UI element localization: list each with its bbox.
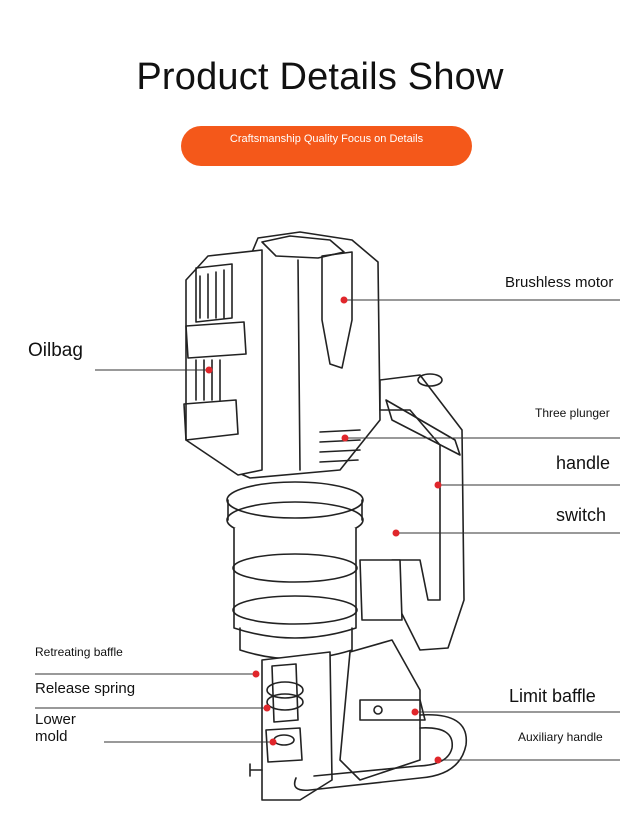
leader-lines xyxy=(35,299,620,761)
page-title: Product Details Show xyxy=(136,56,504,98)
label-brushless-motor: Brushless motor xyxy=(505,274,614,291)
callout-markers xyxy=(205,296,442,764)
label-lower-mold-line2: mold xyxy=(35,728,68,745)
label-oilbag: Oilbag xyxy=(28,340,83,361)
label-three-plunger: Three plunger xyxy=(535,406,610,420)
label-handle: handle xyxy=(556,453,611,473)
label-release-spring: Release spring xyxy=(35,680,136,697)
marker-auxiliary-handle xyxy=(434,756,442,764)
marker-retreating-baffle xyxy=(252,670,260,678)
marker-lower-mold xyxy=(269,738,277,746)
marker-oilbag xyxy=(205,366,213,374)
label-retreating-baffle: Retreating baffle xyxy=(35,645,123,659)
auxiliary-handle-tube xyxy=(293,713,468,792)
label-auxiliary-handle: Auxiliary handle xyxy=(518,730,603,744)
label-switch: switch xyxy=(556,505,607,525)
marker-release-spring xyxy=(263,704,271,712)
marker-limit-baffle xyxy=(411,708,419,716)
marker-switch xyxy=(392,529,400,537)
label-limit-baffle: Limit baffle xyxy=(509,686,596,706)
cylinder xyxy=(233,527,357,639)
marker-brushless-motor xyxy=(340,296,348,304)
marker-handle xyxy=(434,481,442,489)
label-lower-mold-line1: Lower xyxy=(35,711,76,728)
marker-three-plunger xyxy=(341,434,349,442)
subtitle-badge: Craftsmanship Quality Focus on Details xyxy=(181,126,472,166)
